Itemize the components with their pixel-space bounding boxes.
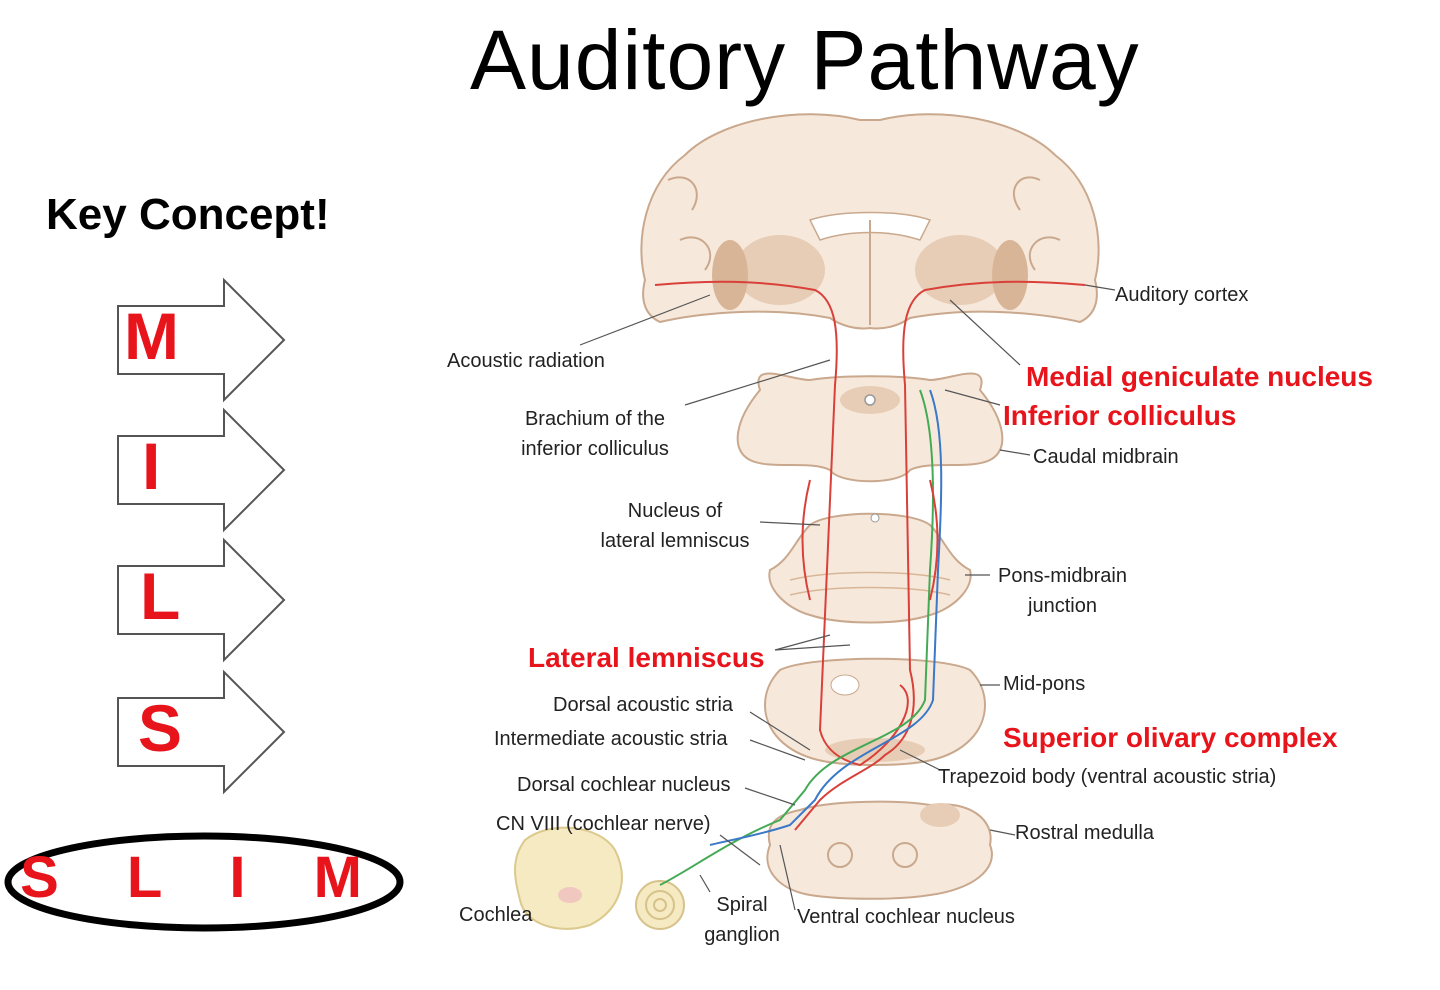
- label-caudal-midbrain: Caudal midbrain: [1033, 446, 1179, 468]
- caudal-midbrain-section: [736, 372, 1004, 483]
- label-acoustic-radiation: Acoustic radiation: [447, 350, 605, 372]
- label-lateral-lemniscus: Lateral lemniscus: [528, 642, 765, 673]
- mnemonic-letter: M: [124, 299, 179, 373]
- mnemonic-letter: I: [142, 429, 161, 503]
- label-brachium: Brachium of the inferior colliculus: [505, 404, 685, 464]
- label-spiral-ganglion: Spiral ganglion: [692, 890, 792, 950]
- label-superior-olivary-complex: Superior olivary complex: [1003, 722, 1338, 753]
- auditory-pathway-diagram: [514, 113, 1116, 930]
- label-nucleus-lateral-lemniscus: Nucleus of lateral lemniscus: [585, 496, 765, 556]
- label-line: junction: [1028, 595, 1097, 617]
- label-cochlea: Cochlea: [459, 904, 533, 926]
- slim-mnemonic: S L I M: [20, 845, 388, 910]
- label-dorsal-cochlear-nucleus: Dorsal cochlear nucleus: [517, 774, 731, 796]
- label-line: lateral lemniscus: [600, 530, 750, 552]
- label-rostral-medulla: Rostral medulla: [1015, 822, 1154, 844]
- mnemonic-letter: L: [140, 559, 181, 633]
- mnemonic-letter: S: [138, 691, 183, 765]
- label-ventral-cochlear-nucleus: Ventral cochlear nucleus: [797, 906, 1015, 928]
- rostral-medulla-section: [766, 800, 993, 900]
- cochlea-drawing: [514, 826, 685, 930]
- label-intermediate-acoustic-stria: Intermediate acoustic stria: [494, 728, 728, 750]
- slim-oval: S L I M: [2, 830, 406, 934]
- label-line: Pons-midbrain: [998, 565, 1127, 587]
- label-trapezoid-body: Trapezoid body (ventral acoustic stria): [938, 766, 1277, 788]
- label-cn-viii: CN VIII (cochlear nerve): [496, 813, 711, 835]
- pathway-lines: [654, 280, 1086, 886]
- arrow-right-icon: [117, 407, 286, 533]
- mnemonic-arrow-l: L: [112, 536, 292, 664]
- label-line: Spiral: [716, 894, 768, 916]
- mid-pons-section: [764, 657, 986, 767]
- mnemonic-arrow-i: I: [112, 406, 292, 534]
- oval-outline: [4, 832, 404, 932]
- arrow-right-icon: [117, 537, 286, 663]
- label-medial-geniculate: Medial geniculate nucleus: [1026, 361, 1373, 392]
- mnemonic-arrow-s: S: [112, 668, 292, 796]
- mnemonic-arrow-m: M: [112, 276, 292, 404]
- key-concept-heading: Key Concept!: [46, 190, 330, 239]
- page-title: Auditory Pathway: [470, 13, 1140, 107]
- label-inferior-colliculus: Inferior colliculus: [1003, 400, 1237, 431]
- label-dorsal-acoustic-stria: Dorsal acoustic stria: [553, 694, 734, 716]
- label-line: Nucleus of: [627, 500, 723, 522]
- leader-lines: [579, 284, 1116, 911]
- label-line: ganglion: [704, 924, 780, 946]
- label-auditory-cortex: Auditory cortex: [1115, 284, 1249, 306]
- cerebrum-section: [640, 113, 1100, 330]
- arrow-right-icon: [117, 669, 286, 795]
- arrow-right-icon: [117, 277, 286, 403]
- label-line: inferior colliculus: [521, 438, 669, 460]
- label-line: Brachium of the: [524, 408, 666, 430]
- label-mid-pons: Mid-pons: [1003, 673, 1086, 695]
- label-pons-midbrain-junction: Pons-midbrain junction: [985, 561, 1140, 621]
